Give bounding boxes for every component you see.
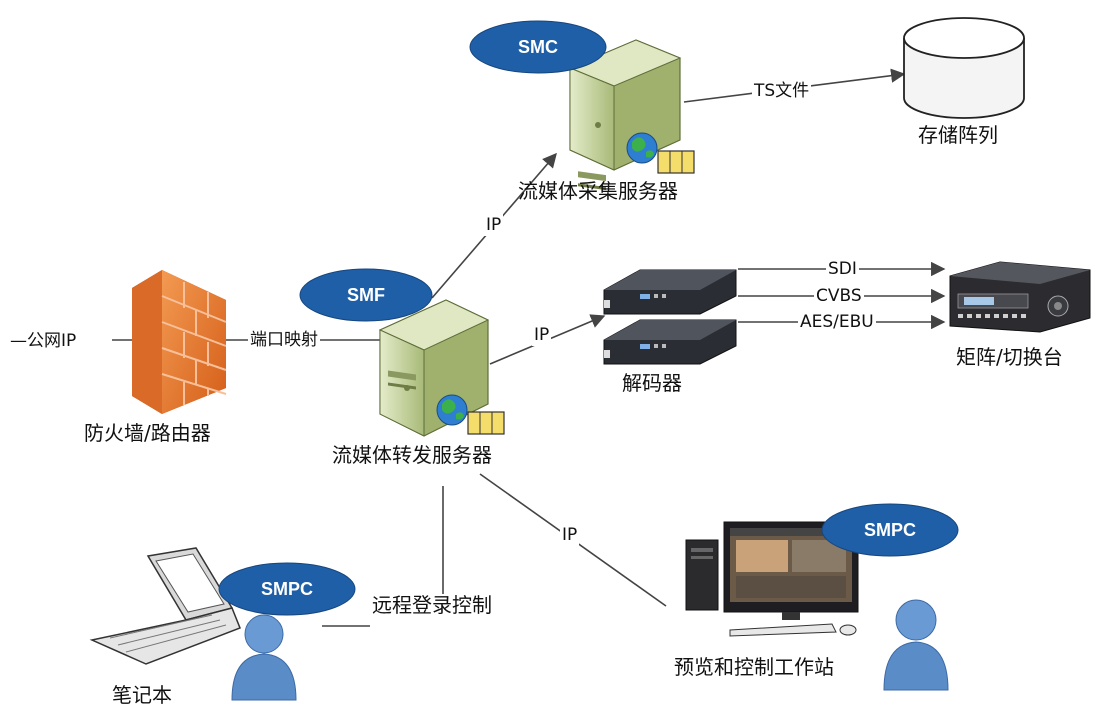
ip-to-workstation-label: IP <box>560 524 580 546</box>
port-mapping-label: 端口映射 <box>248 329 320 351</box>
switcher-label: 矩阵/切换台 <box>956 345 1063 369</box>
smf-server-icon <box>378 299 505 437</box>
laptop-smpc-badge-shape <box>218 562 356 616</box>
laptop-user-icon <box>231 614 297 701</box>
cvbs-label: CVBS <box>814 285 864 307</box>
laptop-icon <box>89 547 241 665</box>
sdi-label: SDI <box>826 258 859 280</box>
decoder-units-icon <box>603 269 737 365</box>
storage-array-icon <box>903 17 1025 119</box>
firewall-icon <box>132 270 227 414</box>
workstation-smpc-badge-shape <box>821 503 959 557</box>
public-ip-label: —公网IP <box>8 330 79 352</box>
remote-login-label: 远程登录控制 <box>370 593 494 617</box>
firewall-label: 防火墙/路由器 <box>84 421 211 445</box>
ts-file-label: TS文件 <box>752 80 812 102</box>
smf-server-label: 流媒体转发服务器 <box>332 443 492 467</box>
laptop-label: 笔记本 <box>112 683 172 707</box>
badge-shapes <box>218 20 959 616</box>
ip-to-decoder-label: IP <box>532 324 552 346</box>
smc-badge: SMC <box>518 37 558 57</box>
smf-badge: SMF <box>347 285 385 305</box>
aes-ebu-label: AES/EBU <box>798 311 876 333</box>
laptop-smpc-badge: SMPC <box>260 579 313 599</box>
smc-server-icon <box>568 39 695 191</box>
workstation-user-icon <box>883 599 949 691</box>
storage-label: 存储阵列 <box>918 123 998 147</box>
workstation-smpc-badge: SMPC <box>863 520 916 540</box>
workstation-label: 预览和控制工作站 <box>674 655 834 679</box>
smf-badge-shape <box>299 268 433 322</box>
ip-to-smc-label: IP <box>484 214 504 236</box>
smc-badge-shape <box>469 20 607 74</box>
switcher-deck-icon <box>949 261 1091 333</box>
decoder-label: 解码器 <box>622 371 682 395</box>
smc-server-label: 流媒体采集服务器 <box>518 179 678 203</box>
